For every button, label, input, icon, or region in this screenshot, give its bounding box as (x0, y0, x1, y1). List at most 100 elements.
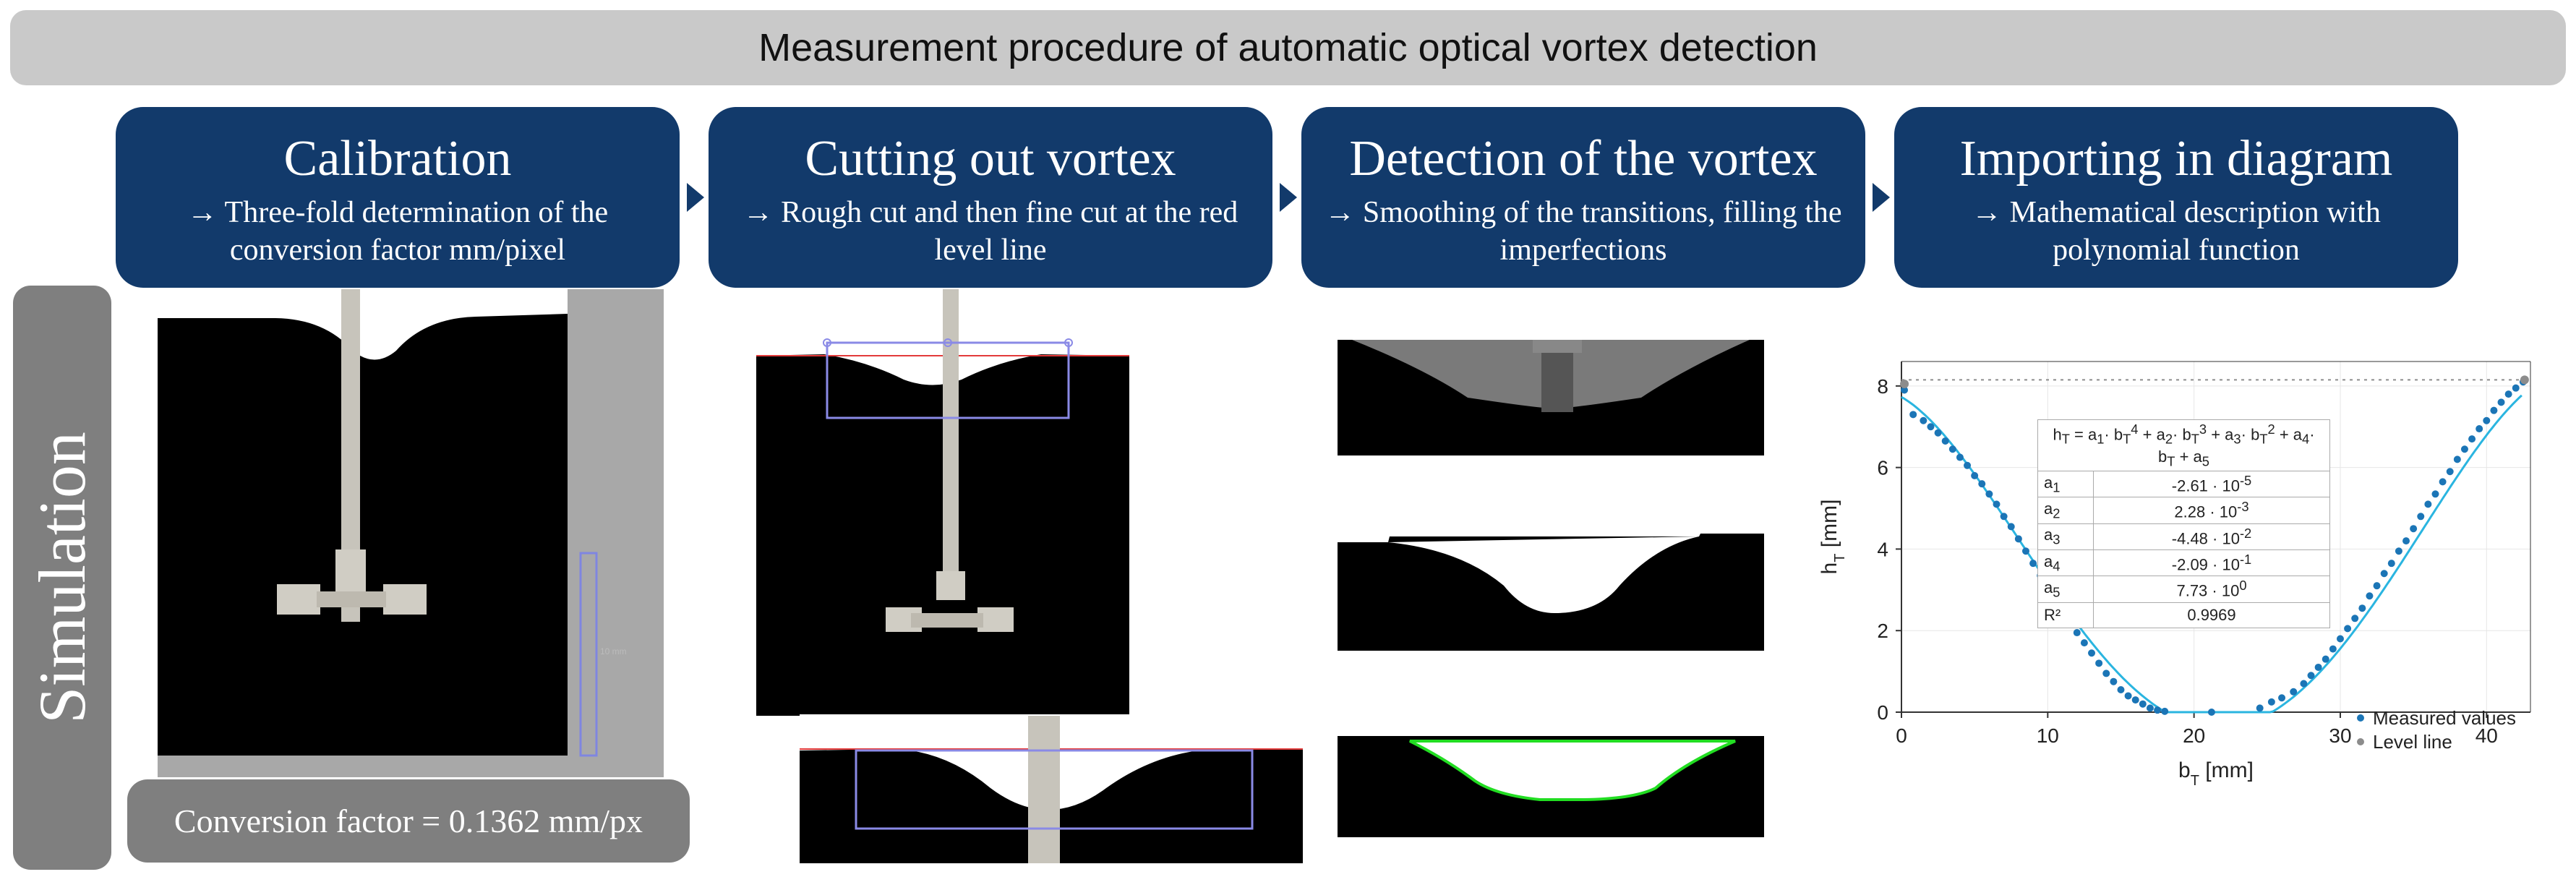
measured-point (2314, 663, 2322, 671)
table-row: a1-2.61 · 10-5 (2037, 471, 2330, 498)
measured-point (2021, 547, 2029, 555)
measured-point (2322, 655, 2329, 663)
measured-point (2446, 468, 2454, 476)
measured-point (2402, 537, 2410, 545)
table-row: a3-4.48 · 10-2 (2037, 523, 2330, 551)
impeller-blade (977, 607, 1014, 632)
measured-point (2468, 435, 2476, 443)
step-description: → Smoothing of the transitions, filling … (1325, 196, 1842, 267)
measured-point (2300, 680, 2308, 688)
detection-image (1338, 340, 1764, 837)
stirrer-shaft (943, 289, 959, 593)
measured-point (1964, 461, 1972, 469)
measured-point (2476, 425, 2483, 433)
rough-cut-box (826, 341, 1070, 419)
step-description: → Three-fold determination of the conver… (187, 196, 609, 267)
detected-contour (1409, 740, 1736, 801)
x-tick-label: 30 (2329, 724, 2351, 747)
page-title: Measurement procedure of automatic optic… (10, 10, 2566, 85)
measured-point (1941, 437, 1949, 445)
step-calibration: Calibration → Three-fold determination o… (116, 107, 680, 288)
stirrer-shaft (1028, 716, 1060, 863)
measured-point (2366, 592, 2374, 600)
measured-point (2358, 604, 2366, 612)
measured-point (2307, 672, 2315, 680)
measured-point (2095, 659, 2103, 667)
measured-point (2161, 707, 2169, 715)
scale-label: 10 mm (600, 646, 627, 656)
side-label-box (13, 286, 111, 870)
table-row: a4-2.09 · 10-1 (2037, 549, 2330, 577)
x-axis-label: bT [mm] (2178, 758, 2254, 789)
scale-bar (579, 552, 598, 757)
legend-measured: Measured values (2373, 707, 2516, 729)
y-tick-label: 6 (1877, 457, 1888, 479)
step-heading: Calibration (283, 131, 512, 187)
measured-point (2080, 639, 2088, 647)
measured-point (2117, 685, 2125, 693)
measured-point (2424, 500, 2432, 508)
level-point (1900, 380, 1909, 389)
y-tick-label: 8 (1877, 375, 1888, 398)
y-tick-label: 0 (1877, 701, 1888, 724)
arrow-icon (1873, 183, 1890, 212)
measured-point (1985, 490, 1993, 498)
measured-point (1920, 416, 1927, 424)
measured-point (2146, 704, 2154, 712)
measured-point (2395, 547, 2402, 555)
measured-point (2131, 696, 2139, 704)
measured-point (2278, 694, 2286, 702)
measured-point (2410, 525, 2418, 533)
measured-point (2267, 698, 2275, 706)
measured-point (2007, 523, 2015, 531)
measured-point (2497, 398, 2505, 406)
measured-point (1978, 480, 1986, 488)
step-detection: Detection of the vortex → Smoothing of t… (1301, 107, 1865, 288)
step-heading: Importing in diagram (1959, 131, 2393, 187)
step-description: → Mathematical description with polynomi… (1972, 196, 2381, 267)
cutting-image (756, 289, 1303, 863)
conversion-factor-box: Conversion factor = 0.1362 mm/px (127, 779, 690, 863)
measured-point (2207, 709, 2215, 716)
measured-point (1927, 423, 1935, 431)
y-tick-label: 4 (1877, 538, 1888, 560)
measured-point (1901, 386, 1909, 394)
measured-point (2344, 625, 2352, 633)
measured-point (1993, 500, 2001, 508)
measured-point (2512, 384, 2520, 392)
fine-cut-box (855, 749, 1254, 830)
measured-point (2124, 692, 2132, 700)
step-importing: Importing in diagram → Mathematical desc… (1894, 107, 2458, 288)
measured-point (2139, 700, 2147, 708)
y-tick-label: 2 (1877, 620, 1888, 642)
arrow-icon (687, 183, 704, 212)
step-description: → Rough cut and then fine cut at the red… (743, 196, 1238, 267)
vortex-shape (1388, 536, 1699, 613)
measured-point (2417, 513, 2425, 521)
measured-point (2014, 535, 2022, 543)
gray-background (568, 289, 664, 756)
measured-point (1971, 471, 1979, 479)
arrow-icon (1280, 183, 1297, 212)
measured-point (1948, 445, 1956, 453)
impeller-blade (277, 584, 320, 615)
measured-point (2102, 669, 2110, 677)
x-tick-label: 40 (2476, 724, 2498, 747)
measured-point (2329, 645, 2337, 653)
step-heading: Detection of the vortex (1349, 131, 1818, 187)
y-axis-label: hT [mm] (1818, 500, 1848, 575)
measured-point (2460, 445, 2468, 453)
measured-point (2504, 390, 2512, 398)
x-tick-label: 20 (2183, 724, 2205, 747)
measured-point (2351, 615, 2359, 623)
x-tick-label: 0 (1896, 724, 1907, 747)
measured-point (2380, 570, 2388, 578)
impeller-blade (383, 584, 427, 615)
measured-point (2029, 560, 2037, 568)
measured-point (2483, 416, 2491, 424)
